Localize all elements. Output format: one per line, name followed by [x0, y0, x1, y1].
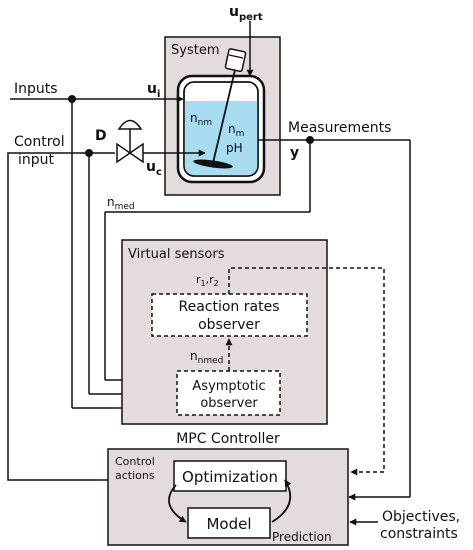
upert-label: upert: [229, 4, 263, 23]
virtual-sensors-label: Virtual sensors: [128, 247, 225, 262]
optimization-label: Optimization: [182, 468, 278, 486]
stirrer-motor-icon: [193, 48, 247, 169]
nmed-label: nmed: [107, 195, 135, 212]
measurements-label: Measurements: [288, 120, 391, 136]
uc-label: uc: [146, 159, 162, 178]
ph-label: pH: [226, 141, 243, 155]
asymptotic-label-2: observer: [200, 396, 258, 411]
asymptotic-label-1: Asymptotic: [192, 379, 265, 394]
objectives-label-2: constraints: [380, 526, 458, 542]
optimization-to-model-arrow: [168, 484, 187, 523]
reaction-rates-label-1: Reaction rates: [179, 299, 280, 315]
nnm-label: nnm: [190, 111, 212, 128]
nnmed-label: nnmed: [190, 349, 223, 366]
control-actions-label-2: actions: [115, 469, 155, 482]
model-label: Model: [206, 515, 251, 533]
asymptotic-observer-box: [176, 370, 281, 416]
system-label: System: [171, 43, 219, 58]
inputs-label: Inputs: [14, 81, 58, 97]
model-box: [187, 507, 271, 539]
mpc-controller-label: MPC Controller: [176, 431, 280, 447]
prediction-label: Prediction: [272, 530, 332, 544]
objectives-label-1: Objectives,: [382, 509, 460, 525]
optimization-box: [173, 460, 287, 492]
model-to-optimization-arrow: [271, 479, 292, 523]
control-input-label-2: input: [18, 152, 55, 168]
reaction-rates-label-2: observer: [198, 317, 260, 333]
y-label: y: [290, 145, 299, 161]
ui-label: ui: [147, 81, 160, 100]
control-input-label-1: Control: [14, 134, 65, 150]
control-actions-label-1: Control: [115, 455, 155, 468]
nm-label: nm: [228, 122, 244, 139]
valve-icon: [116, 119, 144, 164]
d-label: D: [95, 128, 107, 144]
r1r2-label: r1,r2: [196, 273, 219, 288]
reaction-rates-observer-box: [151, 293, 308, 337]
